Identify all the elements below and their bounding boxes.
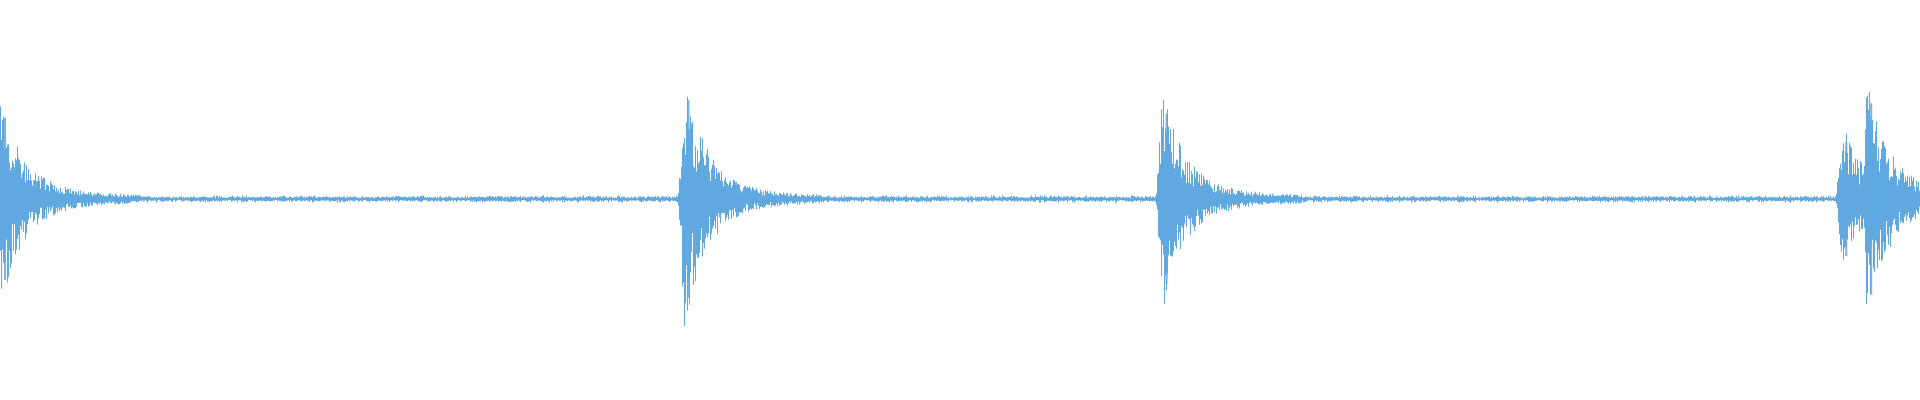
waveform-burst-peak bbox=[687, 100, 690, 298]
waveform-burst-peak bbox=[1165, 113, 1168, 285]
waveform-burst-peak bbox=[4, 117, 6, 281]
waveform-samples bbox=[0, 91, 1920, 327]
waveform-burst-peak bbox=[1845, 141, 1848, 257]
waveform-burst-peak bbox=[1870, 103, 1873, 295]
waveform-trace bbox=[0, 91, 1920, 327]
